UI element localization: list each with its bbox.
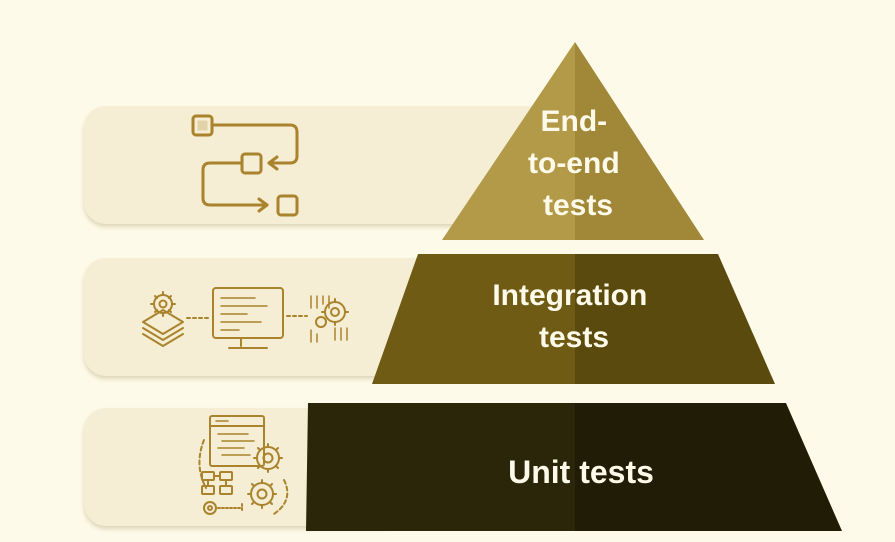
layers-monitor-gear-icon	[142, 287, 349, 349]
flow-diagram-icon	[191, 114, 299, 217]
unit-label-line-1: Unit tests	[508, 454, 654, 490]
e2e-label-line-2: to-end	[528, 147, 620, 180]
svg-text:End- to-end te: End- to-end tests	[528, 105, 628, 222]
tier-integration: Integration tests	[372, 254, 775, 384]
svg-text:Integration tests: Integration tests	[492, 279, 655, 354]
svg-text:Unit tests: Unit tests	[508, 454, 654, 490]
code-window-gears-icon	[198, 415, 289, 515]
integration-label-line-2: tests	[539, 321, 609, 354]
e2e-label-line-1: End-	[541, 105, 608, 138]
integration-label-line-1: Integration	[492, 279, 647, 312]
tier-e2e: End- to-end tests	[442, 42, 704, 240]
e2e-label-line-3: tests	[543, 189, 613, 222]
tier-unit: Unit tests	[306, 403, 842, 531]
